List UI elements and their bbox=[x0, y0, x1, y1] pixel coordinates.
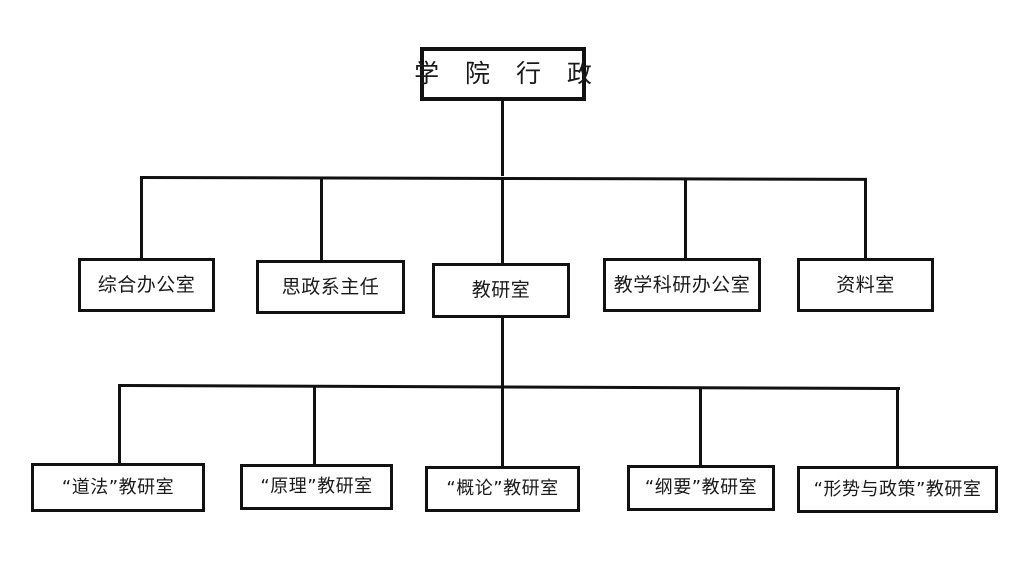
node-level3-gangyao[interactable]: “纲要”教研室 bbox=[627, 465, 775, 511]
node-level2-label: 思政系主任 bbox=[281, 275, 380, 298]
node-level3-yuanli[interactable]: “原理”教研室 bbox=[240, 464, 393, 510]
node-level3-label: “道法”教研室 bbox=[61, 476, 175, 498]
connector-level3-bus bbox=[117, 384, 900, 391]
node-level2-zonghebangongshi[interactable]: 综合办公室 bbox=[78, 258, 215, 312]
connector-drop-gangyao bbox=[699, 387, 702, 466]
node-level3-xingshiyuzhengce[interactable]: “形势与政策”教研室 bbox=[797, 466, 998, 513]
connector-drop-ziliaoshi bbox=[864, 178, 867, 259]
connector-drop-yuanli bbox=[313, 385, 316, 465]
connector-jiaoyanshi-stem bbox=[501, 318, 504, 387]
node-level3-label: “原理”教研室 bbox=[260, 476, 373, 498]
node-level2-jiaoxuekeyanbangongshi[interactable]: 教学科研办公室 bbox=[603, 258, 761, 312]
node-root-label: 学 院 行 政 bbox=[414, 59, 601, 89]
node-level3-label: “形势与政策”教研室 bbox=[813, 478, 982, 500]
node-level2-jiaoyanshi[interactable]: 教研室 bbox=[432, 263, 570, 318]
connector-drop-xingshiyuzhengce bbox=[896, 388, 899, 467]
connector-drop-gailun bbox=[501, 386, 504, 467]
node-level2-label: 综合办公室 bbox=[97, 273, 196, 296]
node-level3-gailun[interactable]: “概论”教研室 bbox=[425, 466, 580, 512]
connector-drop-jiaoyanshi bbox=[501, 177, 504, 264]
node-level2-label: 教研室 bbox=[471, 279, 531, 302]
connector-drop-sizhengxizhuren bbox=[320, 177, 323, 261]
connector-drop-jiaoxuekeyanbangongshi bbox=[684, 178, 687, 259]
node-level2-ziliaoshi[interactable]: 资料室 bbox=[797, 258, 934, 312]
node-level2-label: 资料室 bbox=[836, 273, 895, 296]
connector-drop-daofa bbox=[118, 384, 121, 464]
node-level3-label: “概论”教研室 bbox=[446, 478, 559, 500]
node-level2-label: 教学科研办公室 bbox=[613, 273, 751, 296]
node-level2-sizhengxizhuren[interactable]: 思政系主任 bbox=[256, 260, 405, 314]
connector-root-stem bbox=[501, 101, 504, 176]
connector-drop-zonghebangongshi bbox=[140, 176, 143, 259]
node-level3-daofa[interactable]: “道法”教研室 bbox=[31, 463, 205, 512]
node-root-college-administration[interactable]: 学 院 行 政 bbox=[414, 47, 592, 101]
node-level3-label: “纲要”教研室 bbox=[644, 477, 758, 499]
